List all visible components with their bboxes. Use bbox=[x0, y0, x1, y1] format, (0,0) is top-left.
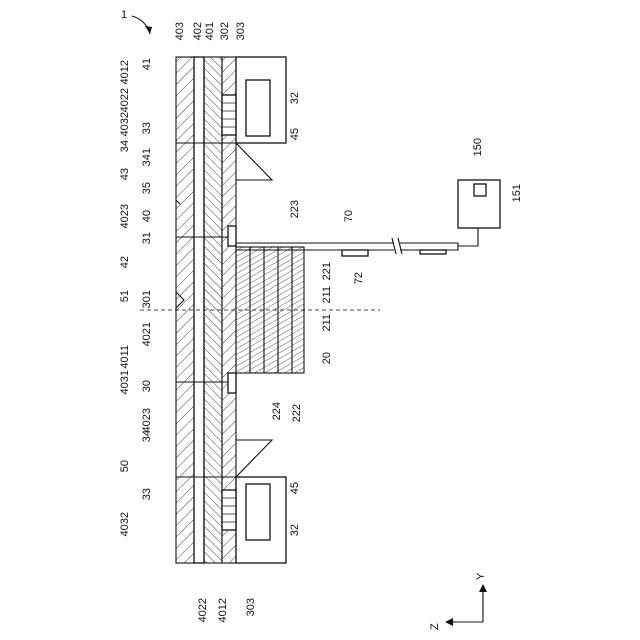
label-left-11: 42 bbox=[119, 256, 131, 268]
label-left-18: 4023 bbox=[141, 408, 153, 432]
element-303-bottom bbox=[222, 490, 236, 530]
label-left-7: 35 bbox=[141, 182, 153, 194]
label-left-22: 4032 bbox=[119, 512, 131, 536]
label-top-1: 402 bbox=[192, 22, 204, 40]
label-right-8: 20 bbox=[321, 352, 333, 364]
axis-z-label: Z bbox=[429, 623, 441, 630]
component-72 bbox=[342, 250, 368, 256]
label-left-16: 4031 bbox=[119, 370, 131, 394]
component-151 bbox=[474, 184, 486, 196]
label-left-4: 34 bbox=[119, 140, 131, 152]
label-right-7: 211 bbox=[321, 314, 333, 332]
label-left-17: 30 bbox=[141, 380, 153, 392]
label-left-9: 40 bbox=[141, 210, 153, 222]
component-20 bbox=[228, 226, 304, 393]
label-right-13: 150 bbox=[472, 138, 484, 156]
label-left-20: 50 bbox=[119, 460, 131, 472]
block-32-bottom bbox=[246, 484, 270, 540]
axis-y-label: Y bbox=[475, 572, 487, 580]
label-left-2: 4032 bbox=[119, 112, 131, 136]
label-left-14: 4021 bbox=[141, 322, 153, 346]
label-bottom-0: 4022 bbox=[197, 598, 209, 622]
element-303-top bbox=[222, 95, 236, 135]
block-32-top bbox=[246, 80, 270, 136]
figure-arrow-icon bbox=[132, 16, 150, 34]
label-right-2: 223 bbox=[289, 200, 301, 218]
label-bottom-1: 4012 bbox=[217, 598, 229, 622]
label-top-4: 303 bbox=[235, 22, 247, 40]
label-left-13: 301 bbox=[141, 290, 153, 308]
label-right-9: 222 bbox=[291, 404, 303, 422]
label-right-1: 45 bbox=[289, 128, 301, 140]
label-left-21: 33 bbox=[141, 488, 153, 500]
lower-block bbox=[236, 440, 286, 563]
label-left-1: 4022 bbox=[119, 88, 131, 112]
label-right-0: 32 bbox=[289, 92, 301, 104]
label-right-6: 72 bbox=[353, 272, 365, 284]
label-right-4: 221 bbox=[321, 262, 333, 280]
label-bottom-2: 303 bbox=[245, 598, 257, 616]
figure-arrowhead-icon bbox=[145, 26, 152, 34]
figure-number: 1 bbox=[121, 9, 127, 21]
controller-150 bbox=[458, 180, 500, 228]
label-right-12: 32 bbox=[289, 524, 301, 536]
label-left-3: 33 bbox=[141, 122, 153, 134]
label-left-8: 4023 bbox=[119, 204, 131, 228]
upper-block bbox=[236, 57, 286, 180]
label-left-10: 31 bbox=[141, 232, 153, 244]
label-right-3: 70 bbox=[343, 210, 355, 222]
label-right-11: 45 bbox=[289, 482, 301, 494]
label-left-12: 51 bbox=[119, 290, 131, 302]
label-top-3: 302 bbox=[219, 22, 231, 40]
label-right-5: 211 bbox=[321, 286, 333, 304]
axes: Y Z bbox=[429, 572, 487, 630]
label-left-19: 34 bbox=[141, 430, 153, 442]
label-right-10: 224 bbox=[271, 402, 283, 420]
label-left-15: 4011 bbox=[119, 345, 131, 369]
label-top-2: 401 bbox=[204, 22, 216, 40]
label-top-5: 41 bbox=[141, 58, 153, 70]
label-right-14: 151 bbox=[511, 184, 523, 202]
label-left-5: 341 bbox=[141, 148, 153, 166]
label-left-0: 4012 bbox=[119, 60, 131, 84]
label-top-0: 403 bbox=[174, 22, 186, 40]
label-left-6: 43 bbox=[119, 168, 131, 180]
